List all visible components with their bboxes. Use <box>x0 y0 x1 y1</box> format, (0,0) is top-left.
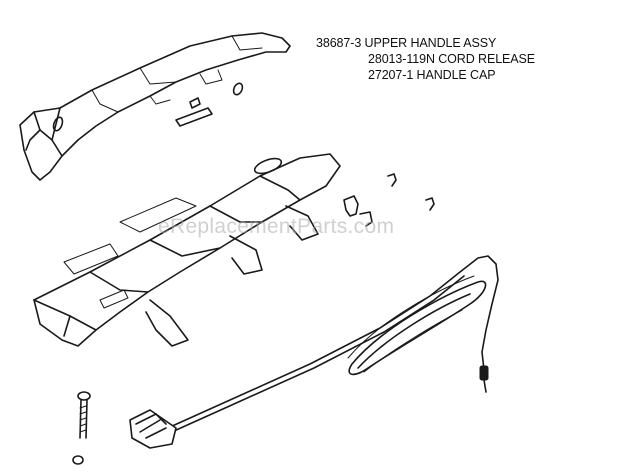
upper-handle-assembly <box>19 32 291 181</box>
handle-small-parts <box>175 82 244 127</box>
label-upper-handle-assy: 38687-3 UPPER HANDLE ASSY <box>316 36 497 50</box>
label-handle-cap: 27207-1 HANDLE CAP <box>368 68 496 82</box>
bolt <box>72 391 91 465</box>
cord-plug <box>129 409 177 449</box>
power-cord <box>149 255 499 441</box>
screws <box>343 173 435 227</box>
watermark: eReplacementParts.com <box>158 215 395 238</box>
cord-release-body <box>33 153 341 347</box>
label-cord-release: 28013-119N CORD RELEASE <box>368 52 535 66</box>
